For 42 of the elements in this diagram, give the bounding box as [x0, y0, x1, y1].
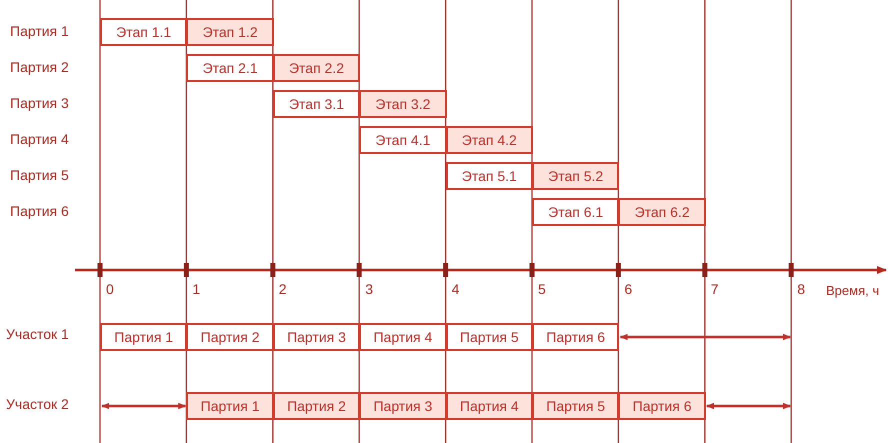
stage-bar: Этап 3.1 [272, 90, 360, 118]
row-label: Партия 6 [10, 203, 69, 219]
tick-label: 3 [365, 281, 373, 297]
stage-bar: Этап 2.1 [186, 54, 274, 82]
tick-label: 0 [106, 281, 114, 297]
batch-bar: Партия 5 [446, 323, 533, 351]
row-label: Участок 2 [6, 396, 69, 412]
stage-bar: Этап 4.2 [446, 126, 533, 154]
axis-title: Время, ч [826, 283, 880, 298]
stage-bar: Этап 2.2 [272, 54, 360, 82]
batch-bar: Партия 2 [186, 323, 274, 351]
batch-bar: Партия 1 [100, 323, 188, 351]
tick-label: 8 [797, 281, 805, 297]
row-label: Партия 1 [10, 23, 69, 39]
stage-bar: Этап 1.1 [100, 18, 188, 46]
stage-bar: Этап 1.2 [186, 18, 274, 46]
tick-label: 4 [452, 281, 460, 297]
tick-label: 1 [192, 281, 200, 297]
row-label: Партия 5 [10, 167, 69, 183]
stage-bar: Этап 6.1 [532, 198, 620, 226]
row-label: Партия 3 [10, 95, 69, 111]
batch-bar: Партия 1 [186, 392, 274, 420]
stage-bar: Этап 5.2 [532, 162, 620, 190]
tick-label: 5 [538, 281, 546, 297]
batch-bar: Партия 3 [359, 392, 447, 420]
batch-bar: Партия 5 [532, 392, 620, 420]
batch-bar: Партия 4 [446, 392, 533, 420]
batch-bar: Партия 6 [618, 392, 706, 420]
row-label: Участок 1 [6, 326, 69, 342]
stage-bar: Этап 3.2 [359, 90, 447, 118]
tick-label: 2 [278, 281, 287, 297]
batch-bar: Партия 6 [532, 323, 620, 351]
row-label: Партия 2 [10, 59, 69, 75]
batch-bar: Партия 3 [272, 323, 360, 351]
stage-bar: Этап 5.1 [446, 162, 533, 190]
tick-label: 6 [624, 281, 632, 297]
tick-label: 7 [710, 281, 719, 297]
batch-bar: Партия 2 [272, 392, 360, 420]
stage-bar: Этап 4.1 [359, 126, 447, 154]
row-label: Партия 4 [10, 131, 69, 147]
stage-bar: Этап 6.2 [618, 198, 706, 226]
batch-bar: Партия 4 [359, 323, 447, 351]
